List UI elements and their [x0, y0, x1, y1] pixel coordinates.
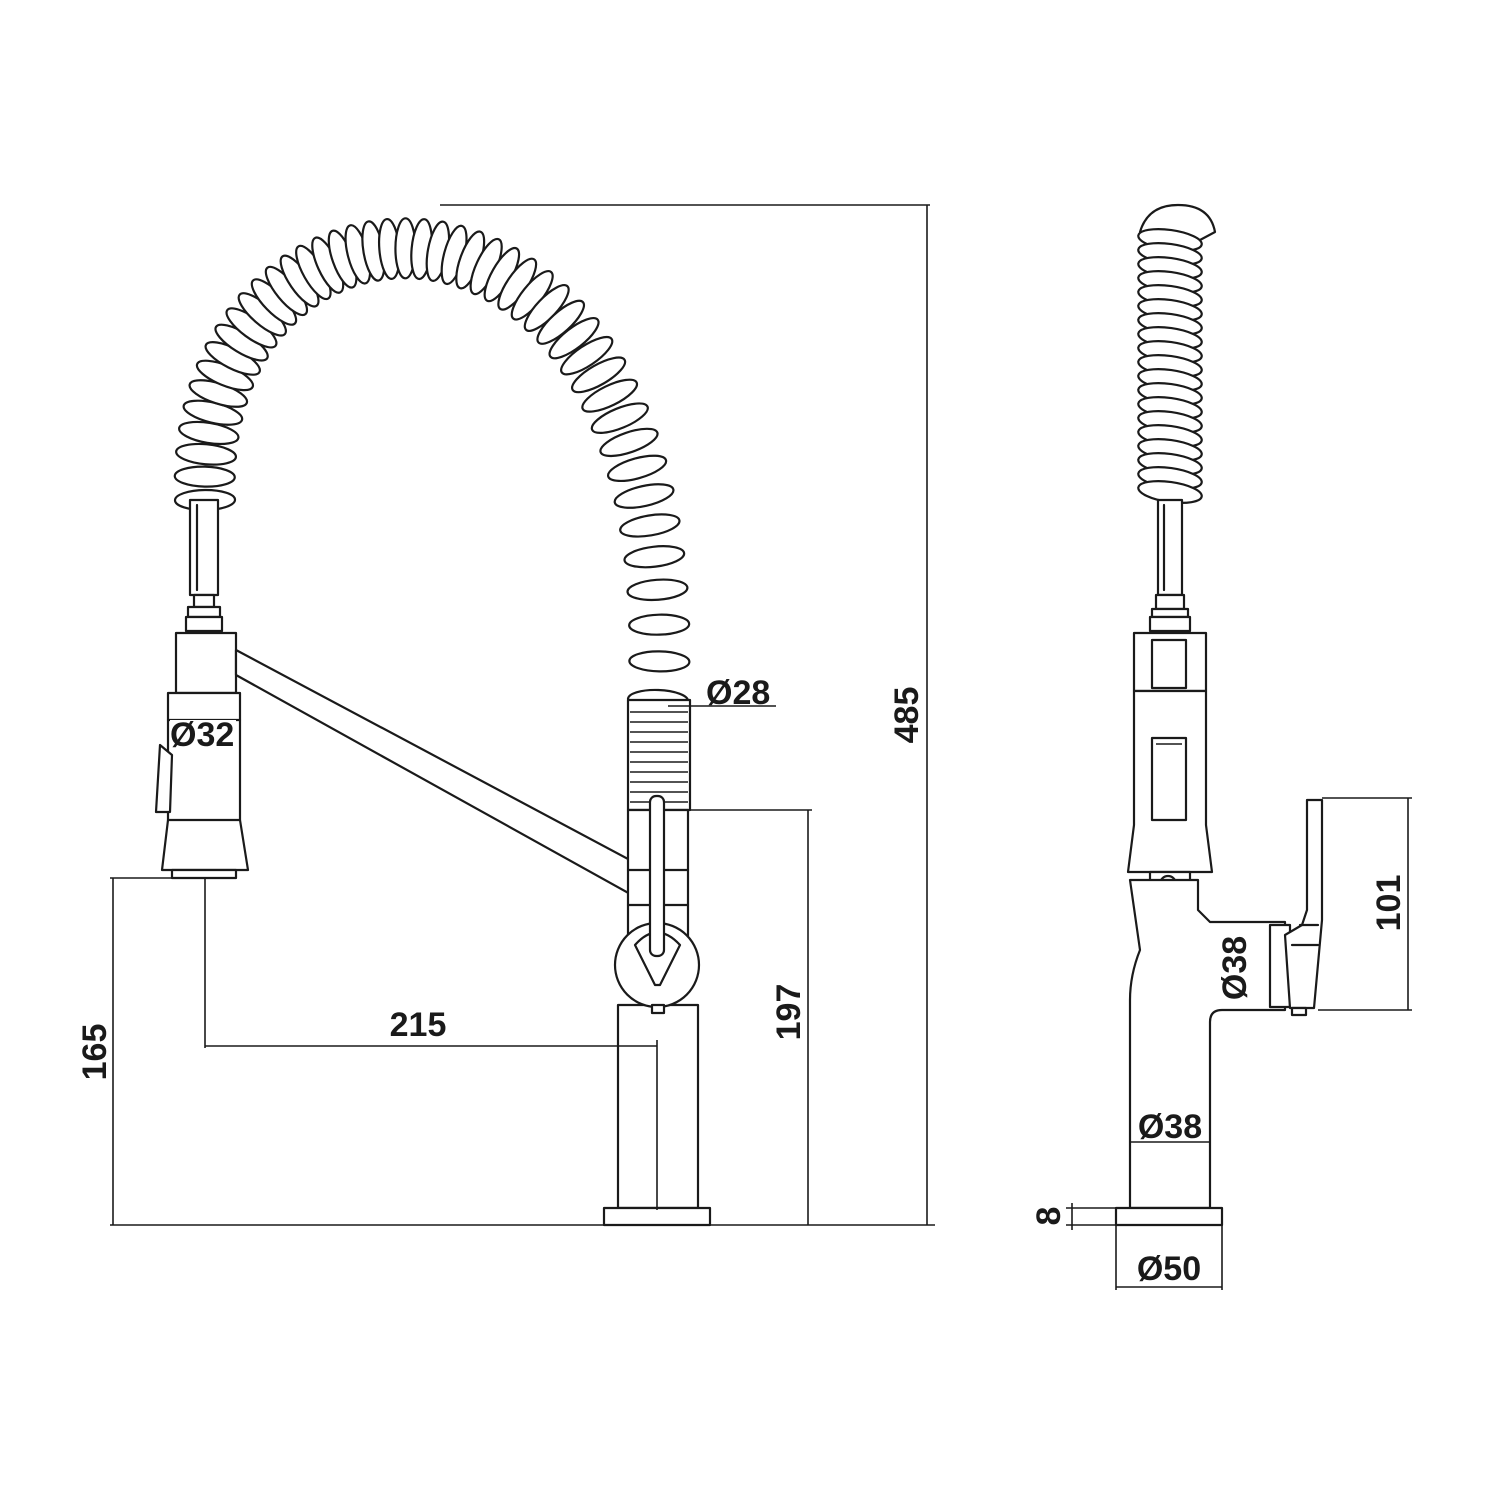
coil-loop — [628, 613, 691, 636]
coil-loop — [581, 378, 639, 413]
dim-spring-diameter: Ø28 — [706, 674, 770, 712]
dim-spray-height: 165 — [76, 1024, 114, 1081]
front-dimensions: 485 165 215 197 Ø28 Ø32 — [76, 204, 935, 1226]
dim-spray-head-diameter: Ø32 — [170, 716, 234, 754]
front-spring-coil — [173, 217, 691, 712]
front-view — [154, 217, 712, 1227]
coil-loop — [619, 513, 681, 538]
coil-loop — [173, 465, 236, 488]
coil-loop — [175, 442, 238, 466]
dim-spout-reach: 215 — [390, 1006, 447, 1044]
coil-loop — [628, 650, 691, 673]
front-spout-arm — [234, 648, 647, 897]
coil-loop — [626, 578, 689, 602]
side-spring-coil — [1137, 228, 1203, 504]
coil-loop — [571, 356, 627, 394]
front-spray-hose — [184, 498, 224, 633]
dim-side-lever-hub: Ø38 — [1216, 936, 1254, 1000]
dim-base-height: 8 — [1030, 1207, 1068, 1226]
coil-loop — [560, 335, 614, 376]
dim-base-diameter: Ø50 — [1137, 1250, 1201, 1288]
dim-body-diameter: Ø38 — [1138, 1108, 1202, 1146]
side-dimensions: 101 Ø38 Ø38 8 Ø50 — [1030, 797, 1412, 1290]
coil-loop — [548, 317, 600, 360]
dim-lever-height: 197 — [770, 984, 808, 1041]
front-spray-head — [154, 631, 250, 880]
dim-side-lever-height: 101 — [1370, 875, 1408, 932]
coil-loop — [590, 402, 649, 434]
side-view — [1114, 203, 1324, 1227]
coil-loop — [606, 454, 668, 483]
coil-loop — [623, 545, 686, 569]
dim-total-height: 485 — [888, 687, 926, 744]
front-ribbed-collar — [626, 698, 692, 812]
front-body — [602, 794, 712, 1227]
coil-loop — [599, 427, 659, 458]
coil-loop — [613, 483, 675, 509]
